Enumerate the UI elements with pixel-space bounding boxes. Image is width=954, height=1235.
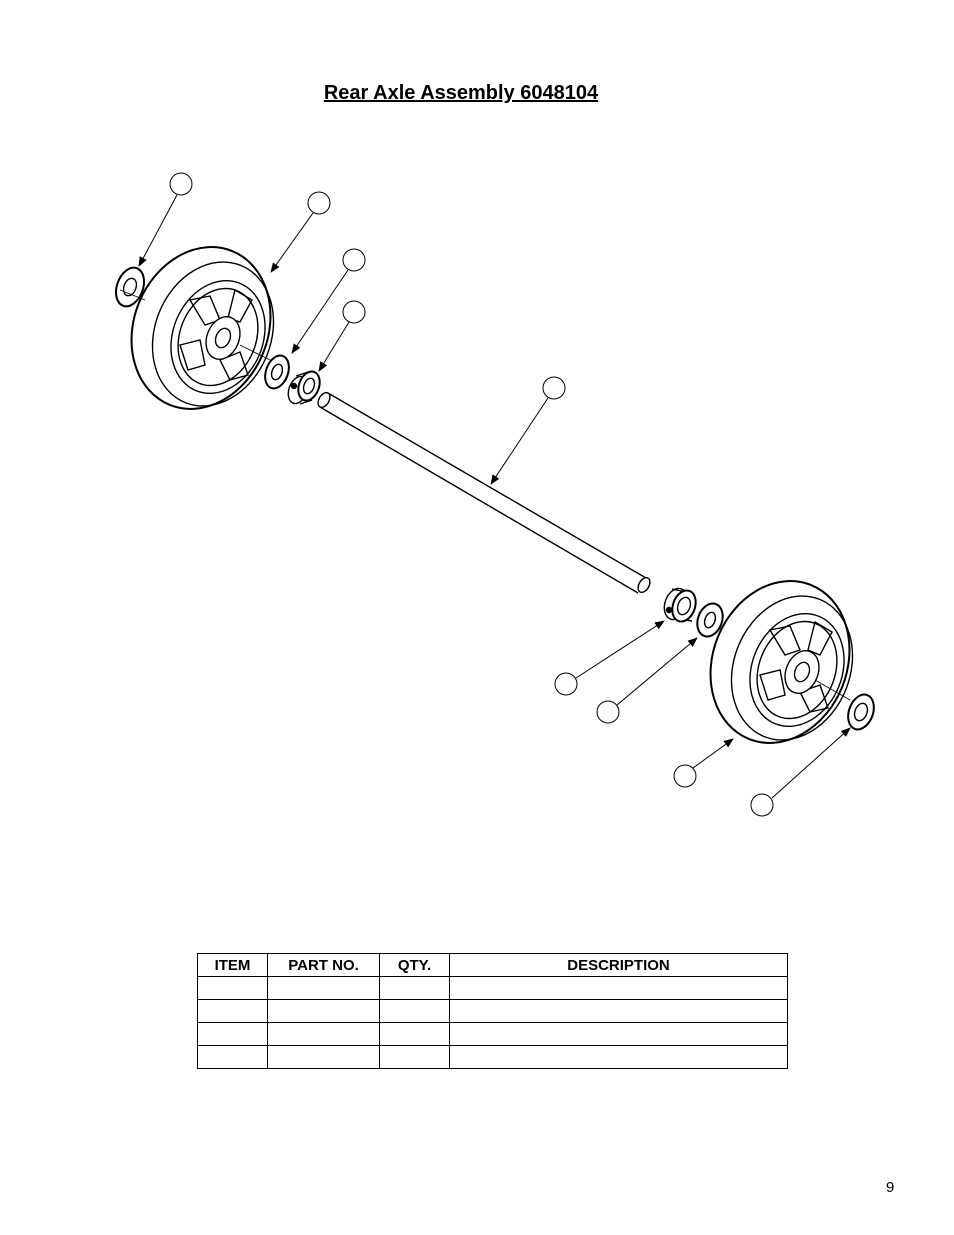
leader-arrow: [490, 397, 549, 485]
table-cell: [197, 976, 268, 1000]
table-cell: [267, 999, 380, 1023]
table-cell: [197, 999, 268, 1023]
callout-balloon: [673, 764, 697, 788]
leader-arrow: [270, 212, 314, 273]
table-row: [197, 1022, 788, 1046]
right-collar: [663, 587, 697, 623]
table-cell: [197, 1022, 268, 1046]
left-inner-washer: [264, 354, 290, 390]
table-cell: [449, 976, 788, 1000]
right-wheel: [709, 580, 854, 744]
table-cell: [267, 976, 380, 1000]
table-cell: [449, 999, 788, 1023]
table-header-row: ITEM PART NO. QTY. DESCRIPTION: [197, 953, 788, 977]
right-outer-washer: [847, 693, 875, 731]
leader-arrow: [575, 620, 665, 679]
table-cell: [197, 1045, 268, 1069]
callout-balloon: [169, 172, 193, 196]
table-cell: [379, 999, 450, 1023]
callout-balloon: [750, 793, 774, 817]
table-cell: [267, 1022, 380, 1046]
column-header-part-no: PART NO.: [267, 953, 380, 977]
table-row: [197, 999, 788, 1023]
callout-balloons: [138, 172, 851, 817]
column-header-qty: QTY.: [379, 953, 450, 977]
table-cell: [379, 1022, 450, 1046]
callout-balloon: [342, 248, 366, 272]
table-row: [197, 1045, 788, 1069]
table-cell: [449, 1045, 788, 1069]
leader-arrow: [291, 269, 349, 354]
left-wheel: [119, 246, 275, 410]
table-row: [197, 976, 788, 1000]
table-cell: [379, 976, 450, 1000]
table-cell: [379, 1045, 450, 1069]
right-inner-washer: [696, 602, 724, 638]
page-title: Rear Axle Assembly 6048104: [323, 82, 599, 104]
callout-balloon: [307, 191, 331, 215]
table-cell: [449, 1022, 788, 1046]
left-collar: [287, 370, 321, 405]
callout-balloon: [596, 700, 620, 724]
column-header-item: ITEM: [197, 953, 268, 977]
leader-arrow: [616, 637, 698, 706]
table-cell: [267, 1045, 380, 1069]
leader-arrow: [771, 727, 851, 799]
callout-balloon: [342, 300, 366, 324]
callout-balloon: [554, 672, 578, 696]
axle-rod: [317, 391, 651, 594]
leader-arrow: [318, 321, 350, 372]
column-header-description: DESCRIPTION: [449, 953, 788, 977]
callout-balloon: [542, 376, 566, 400]
page-number: 9: [886, 1179, 895, 1196]
leader-arrow: [138, 194, 178, 267]
exploded-view-diagram: [114, 172, 875, 817]
leader-arrow: [692, 738, 734, 769]
parts-table: ITEM PART NO. QTY. DESCRIPTION: [197, 953, 788, 1069]
